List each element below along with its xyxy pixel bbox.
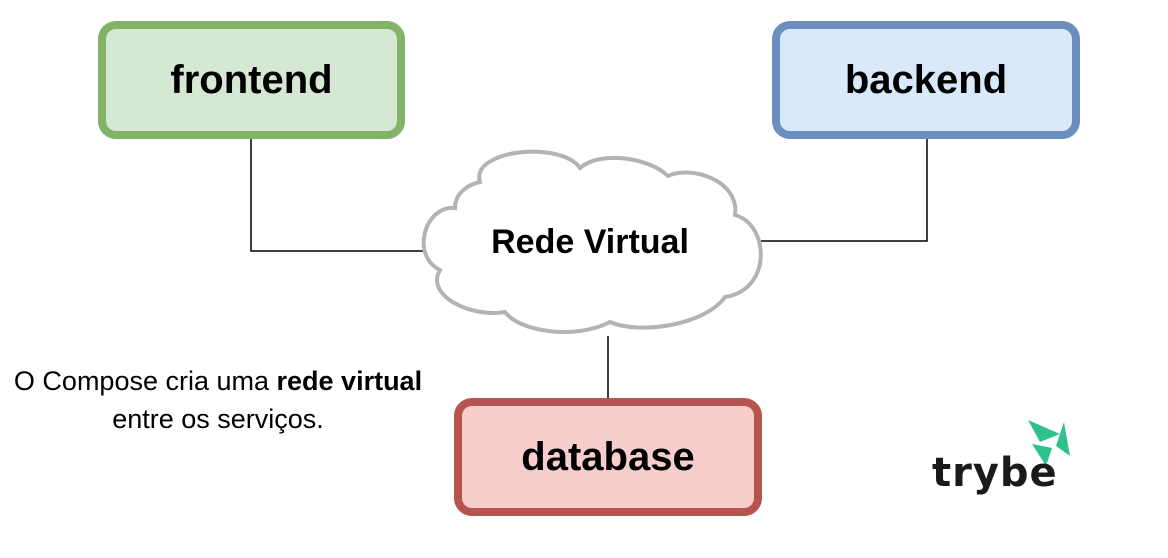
edge-backend-cloud bbox=[732, 139, 928, 242]
caption: O Compose cria uma rede virtual entre os… bbox=[10, 362, 426, 438]
trybe-logo-text: trybe bbox=[932, 450, 1058, 496]
caption-bold-text: rede virtual bbox=[276, 366, 423, 396]
backend-node: backend bbox=[772, 21, 1080, 139]
trybe-logo: trybe bbox=[928, 410, 1088, 505]
trybe-logo-icon bbox=[1028, 420, 1070, 466]
rede-virtual-cloud-shape bbox=[421, 149, 763, 334]
frontend-node: frontend bbox=[98, 21, 405, 139]
database-node: database bbox=[454, 398, 762, 516]
database-label: database bbox=[521, 434, 695, 479]
backend-label: backend bbox=[844, 57, 1008, 102]
frontend-label: frontend bbox=[170, 57, 333, 102]
caption-text-1: O Compose cria uma bbox=[13, 366, 277, 396]
rede-virtual-label: Rede Virtual bbox=[491, 222, 689, 261]
caption-text-2: entre os serviços. bbox=[112, 404, 324, 434]
edge-frontend-cloud bbox=[250, 139, 440, 252]
